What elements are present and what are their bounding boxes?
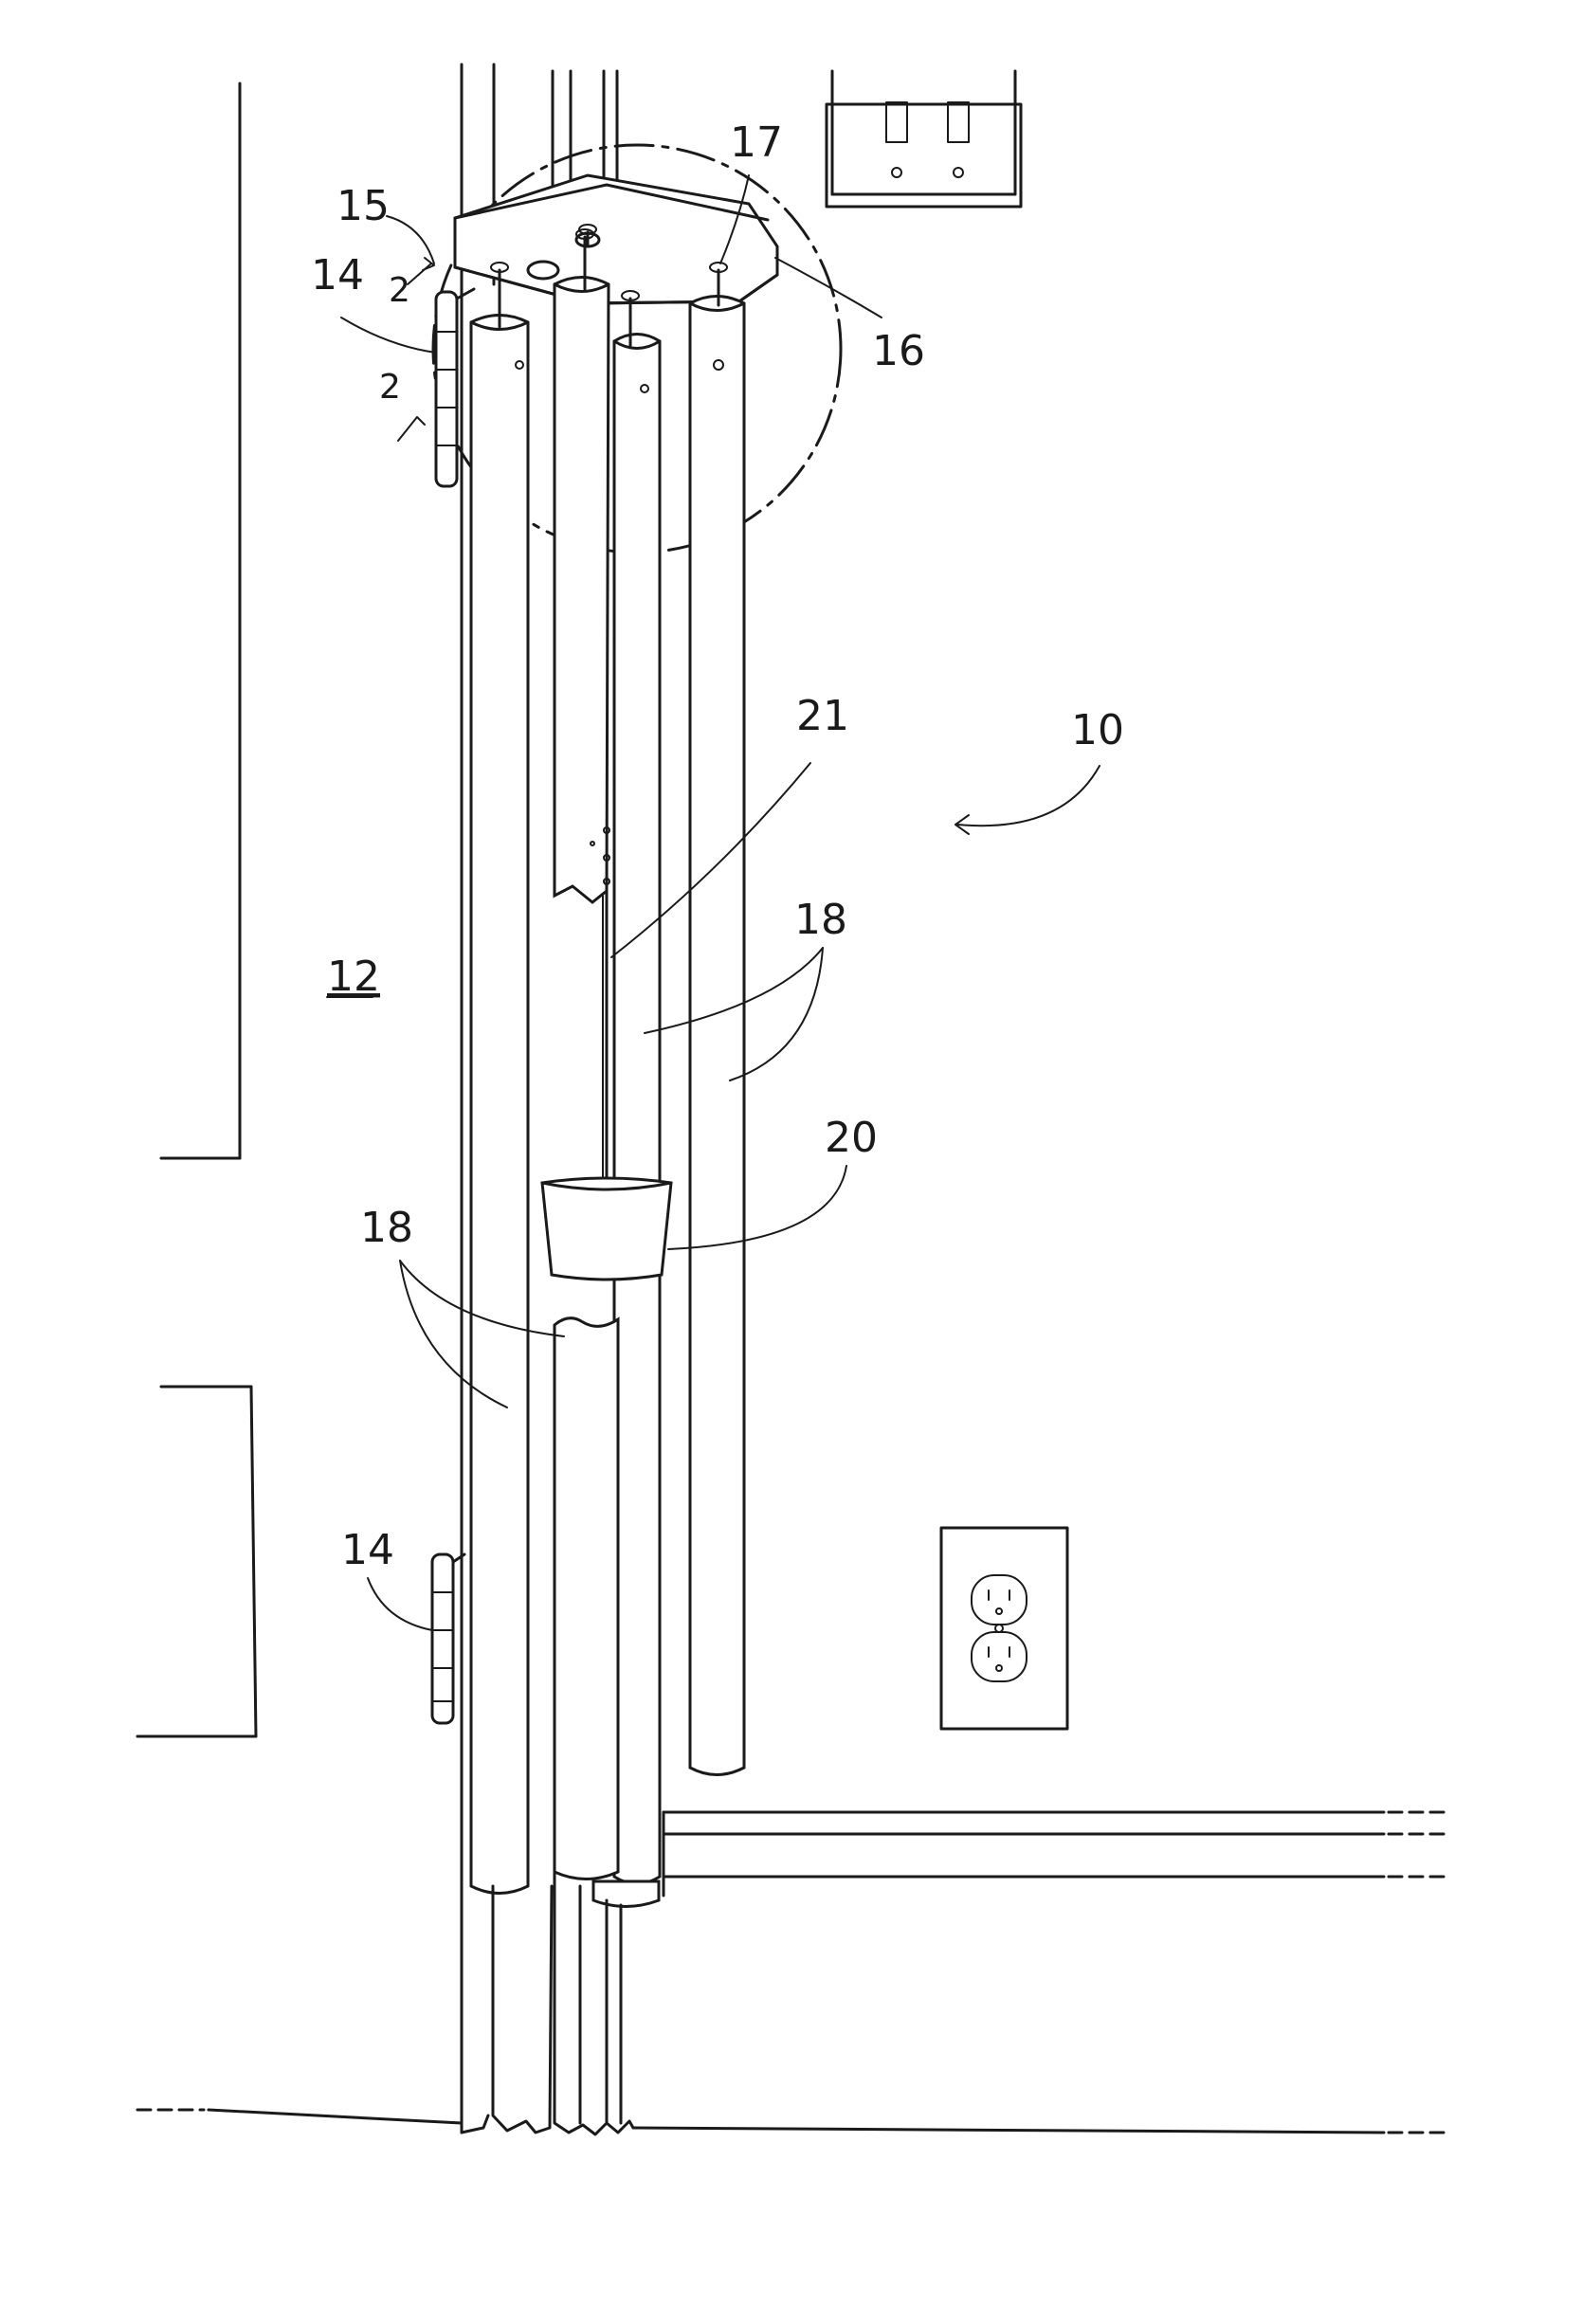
label-15: 15 xyxy=(336,182,390,230)
baseboard xyxy=(664,1812,1450,1896)
door-frame-lower xyxy=(137,1387,256,1736)
cord xyxy=(603,891,607,1183)
tube-left xyxy=(471,316,528,1894)
tube-center-right xyxy=(614,335,660,1884)
light-switch-plate xyxy=(827,71,1021,207)
label-section-2-top: 2 xyxy=(389,271,410,310)
door-frame-upper xyxy=(161,83,240,1158)
tube-right xyxy=(690,297,744,1775)
label-17: 17 xyxy=(730,118,783,167)
tube-center-upper xyxy=(555,278,609,903)
tube-center-lower xyxy=(555,1318,618,2134)
floor-line xyxy=(137,2110,1450,2133)
label-18-lower: 18 xyxy=(360,1204,413,1252)
label-10: 10 xyxy=(1071,706,1124,754)
label-section-2-bottom: 2 xyxy=(379,368,401,407)
label-16: 16 xyxy=(872,327,925,375)
label-14-top: 14 xyxy=(311,251,364,300)
electrical-outlet xyxy=(941,1528,1067,1729)
wall-bracket-lower xyxy=(432,1554,464,1723)
weight xyxy=(542,1178,671,1280)
tube-center-right-lower xyxy=(593,1881,659,2133)
label-12: 12 xyxy=(327,953,380,1001)
label-20: 20 xyxy=(825,1114,878,1162)
label-18-upper: 18 xyxy=(794,896,847,944)
label-14-bottom: 14 xyxy=(341,1526,394,1574)
tube-left-lower xyxy=(462,1886,552,2133)
label-21: 21 xyxy=(796,692,849,740)
wall-bracket-top xyxy=(436,289,474,486)
